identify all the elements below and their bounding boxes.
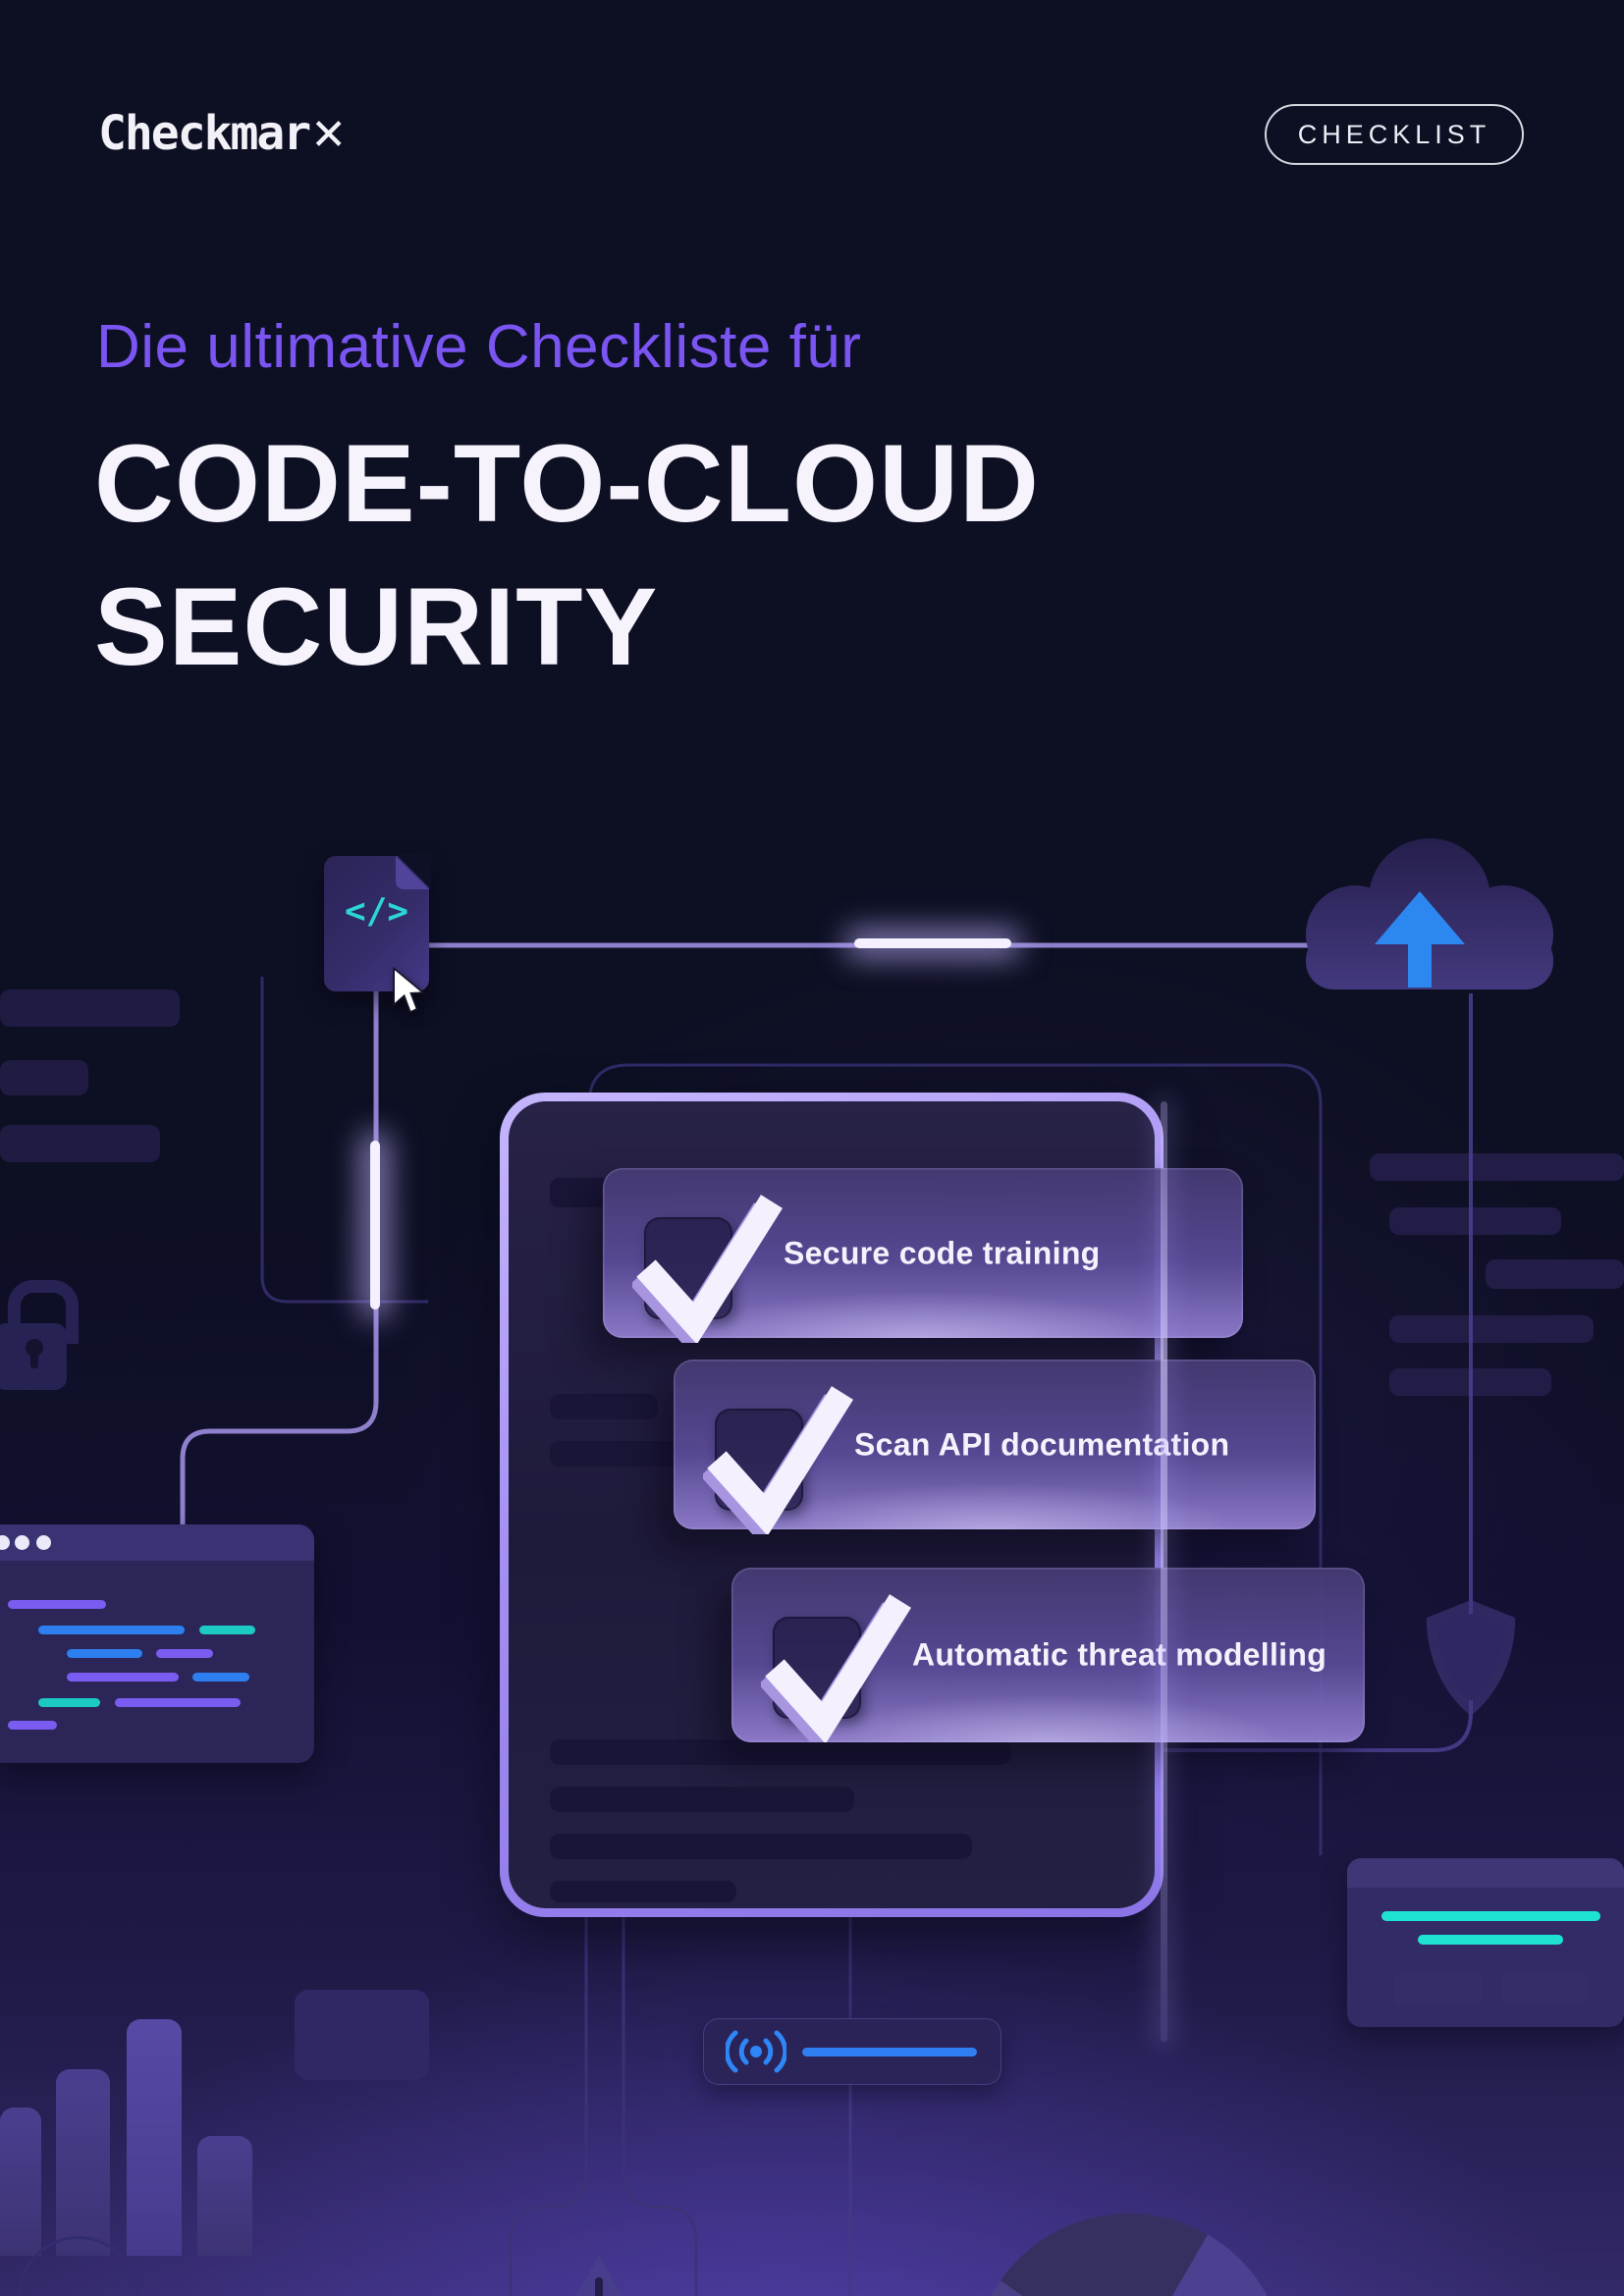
code-line [115,1698,241,1707]
logo-x-mark: ✕ [310,110,347,160]
skeleton-bar [1370,1153,1624,1181]
checkmark-icon [761,1594,912,1742]
code-line [156,1649,213,1658]
bar-chart-bar [56,2069,110,2256]
shield-icon [1426,1600,1516,1716]
skeleton-bar [0,1125,160,1162]
window-titlebar [0,1524,314,1561]
glow-line-vertical [1161,1101,1167,2042]
lock-keyhole [26,1339,43,1357]
window-dot-icon [36,1535,51,1550]
code-editor-window [0,1524,314,1763]
warning-icon [575,2256,623,2296]
code-line [67,1673,179,1682]
skeleton-rect [295,1990,429,2080]
window-button [1501,1971,1588,2006]
hero-kicker: Die ultimative Checkliste für [96,313,862,381]
skeleton-bar [550,1394,658,1419]
code-line [192,1673,249,1682]
skeleton-bar [1389,1315,1594,1343]
skeleton-bar [550,1441,697,1467]
upload-arrow-icon [1375,891,1465,988]
code-line [8,1600,106,1609]
bar-chart-bar [197,2136,252,2256]
title-line-1: CODE-TO-CLOUD [94,422,1040,545]
checklist-item-label: Scan API documentation [854,1426,1230,1462]
checklist-item-label: Automatic threat modelling [912,1636,1327,1673]
skeleton-bar [0,989,180,1027]
status-line [1418,1935,1563,1945]
code-line [199,1626,255,1634]
broadcast-icon [726,2030,786,2073]
skeleton-bar [550,1881,736,1902]
code-line [67,1649,142,1658]
checklist-item-card[interactable]: Secure code training [603,1168,1243,1343]
skeleton-bar [0,1060,88,1095]
window-dot-icon [0,1535,10,1550]
checkmarx-logo: Checkmar✕ [98,106,347,161]
skeleton-bar [1389,1207,1561,1235]
checklist-item-card[interactable]: Automatic threat modelling [731,1568,1365,1742]
wire-glow [370,1141,380,1309]
lock-keyhole-stem [30,1351,38,1368]
checklist-badge: CHECKLIST [1265,104,1524,165]
lock-icon [0,1280,98,1393]
cursor-icon [393,966,426,1014]
checklist-item-label: Secure code training [784,1235,1101,1270]
logo-text: Checkmar [98,106,311,161]
bar-chart-bar [0,2108,41,2256]
page-title: CODE-TO-CLOUD SECURITY [94,412,1040,698]
status-window [1347,1858,1624,2027]
title-line-2: SECURITY [94,564,659,688]
broadcast-pill [703,2018,1001,2085]
status-line [1381,1911,1600,1921]
window-titlebar [1347,1858,1624,1888]
window-dot-icon [15,1535,29,1550]
code-line [8,1721,57,1730]
code-line [38,1626,185,1634]
skeleton-bar [550,1739,1011,1765]
bar-chart-bar [127,2019,182,2256]
code-line [38,1698,100,1707]
cloud-upload-icon [1306,838,1553,989]
checkmark-icon [703,1386,854,1534]
progress-line [802,2048,977,2056]
checkmark-icon [632,1195,784,1343]
skeleton-bar [550,1834,972,1859]
code-glyph: </> [344,891,409,932]
wire-glow [854,938,1011,948]
skeleton-bar [1486,1259,1624,1289]
skeleton-bar [550,1787,854,1812]
window-button [1394,1971,1483,2006]
checklist-item-card[interactable]: Scan API documentation [674,1360,1316,1534]
code-file-icon: </> [324,854,431,991]
